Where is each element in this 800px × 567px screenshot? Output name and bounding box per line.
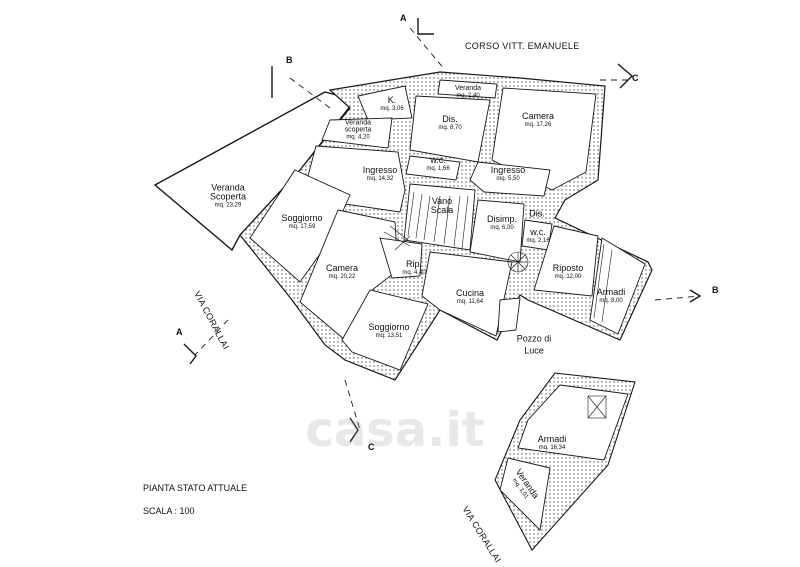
room-armadi-detail (517, 384, 629, 461)
section-c-top: C (632, 73, 639, 83)
street-top: CORSO VITT. EMANUELE (465, 41, 580, 51)
label-soggiorno-left: Soggiorno mq. 17,59 (281, 213, 323, 231)
label-dis-top: Dis. mq. 8,70 (438, 114, 462, 132)
label-vano-scala: Vano Scala (430, 196, 454, 215)
room-disimp (469, 199, 525, 263)
label-rip: Rip. mq. 4,40 (402, 259, 426, 277)
label-ingresso-right: Ingresso mq. 5,50 (490, 165, 526, 183)
label-cucina: Cucina mq. 11,64 (455, 288, 485, 306)
label-armadi-right: Armadi mq. 8,00 (596, 287, 626, 305)
plan-scale: SCALA : 100 (143, 506, 195, 516)
room-soggiorno-bottom (341, 289, 429, 371)
room-pozzo (497, 297, 521, 333)
label-ingresso-left: Ingresso mq. 14,32 (362, 165, 398, 183)
rooms-layer (249, 79, 646, 371)
room-camera-top (491, 87, 597, 191)
room-rip (379, 237, 423, 279)
section-a-bottom: A (176, 327, 183, 337)
armadi-marks (593, 243, 613, 323)
watermark: casa.it (305, 402, 485, 458)
label-veranda-top: Veranda mq. 2,40 (454, 85, 482, 99)
section-lines (194, 27, 701, 431)
label-soggiorno-bottom: Soggiorno mq. 13,51 (368, 322, 410, 340)
label-wc-right: w.c. mq. 2,16 (526, 227, 550, 245)
section-b-left: B (286, 55, 293, 65)
room-veranda-detail (499, 457, 551, 531)
room-wc-top (405, 155, 461, 181)
room-k (357, 85, 413, 121)
section-a-top: A (400, 13, 407, 23)
room-veranda-scoperta-small (321, 117, 393, 149)
label-camera-top: Camera mq. 17,26 (521, 111, 555, 129)
label-disimp: Disimp. mq. 6,00 (486, 214, 518, 232)
label-armadi-detail: Armadi mq. 16,34 (537, 434, 567, 452)
room-veranda-top (437, 79, 498, 99)
room-camera-mid (299, 209, 399, 341)
room-riposto (533, 225, 599, 297)
label-veranda-scoperta: Veranda Scoperta mq. 23,29 (209, 182, 247, 209)
label-camera-mid: Camera mq. 20,22 (325, 263, 359, 281)
section-arrows (183, 18, 702, 443)
label-pozzo: Pozzo di Luce (516, 333, 552, 355)
detail-plan (494, 372, 636, 551)
room-cucina (421, 251, 513, 337)
label-riposto: Riposto mq. 12,00 (552, 263, 584, 281)
label-wc-top: w.c. mq. 1,66 (426, 155, 450, 173)
room-soggiorno-left (249, 169, 351, 283)
plan-title: PIANTA STATO ATTUALE (143, 483, 248, 493)
room-vano-scala (403, 183, 476, 251)
section-c-bottom: C (368, 442, 375, 452)
room-ingresso-right (469, 161, 551, 197)
section-b-right: B (712, 285, 719, 295)
label-k: K. mq. 3,06 (380, 95, 404, 113)
stair-symbol (383, 191, 529, 273)
label-dis-small: Dis. (529, 208, 545, 219)
label-veranda-scoperta-small: Veranda scoperta mq. 4,20 (344, 119, 372, 141)
